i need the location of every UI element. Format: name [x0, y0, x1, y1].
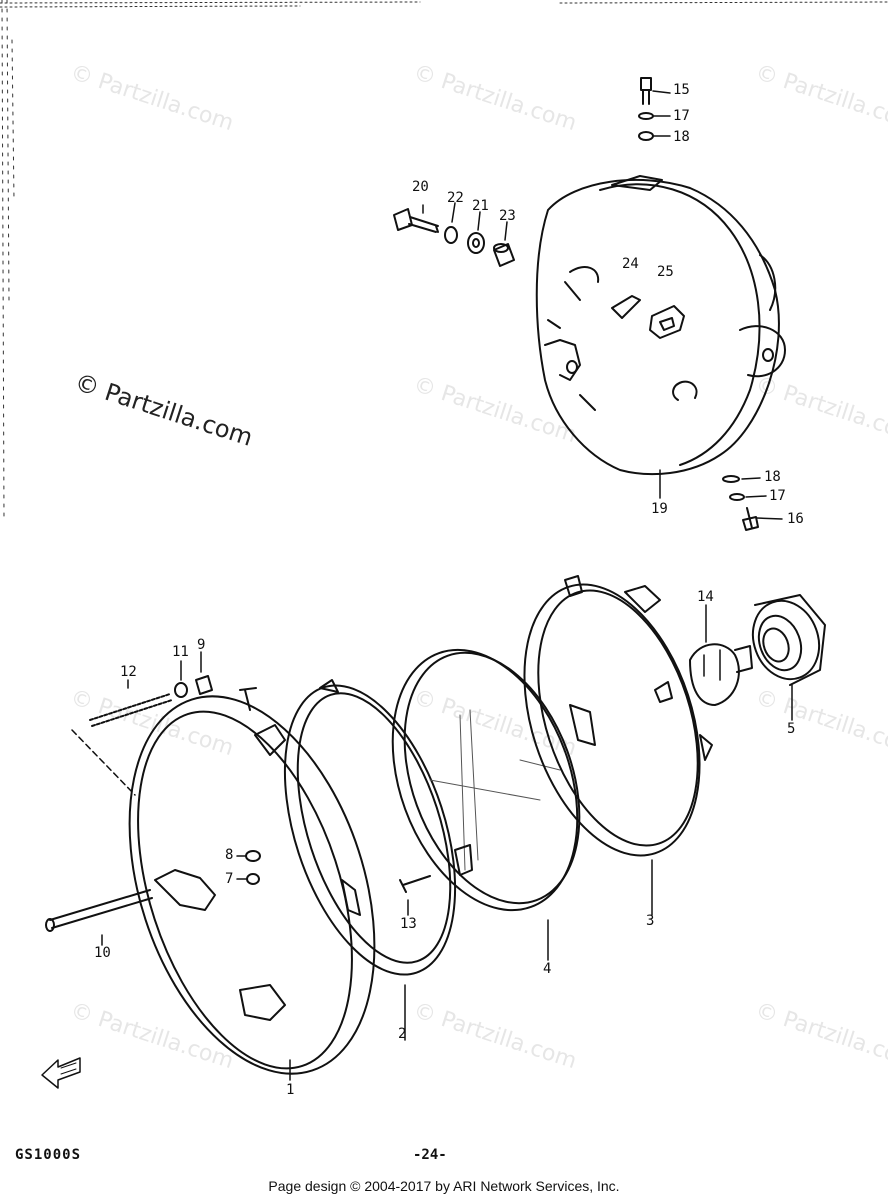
callout-12: 12 — [120, 664, 137, 680]
screw-13 — [399, 875, 431, 893]
callout-22: 22 — [447, 190, 464, 206]
leader-lines — [101, 469, 661, 1081]
callout-18-bottom: 18 — [764, 469, 781, 485]
callout-20: 20 — [412, 179, 429, 195]
page-number: -24- — [413, 1147, 447, 1163]
callout-21: 21 — [472, 198, 489, 214]
callout-19: 19 — [651, 501, 668, 517]
callout-1: 1 — [286, 1082, 295, 1098]
headlight-lens — [391, 648, 581, 912]
headlight-housing — [535, 175, 786, 476]
long-screw — [45, 889, 153, 932]
nuts-7-8 — [236, 850, 261, 885]
callout-17-bottom: 17 — [769, 488, 786, 504]
callout-14: 14 — [697, 589, 714, 605]
scan-noise — [0, 0, 888, 521]
callout-10: 10 — [94, 945, 111, 961]
bolt-assembly-top — [638, 77, 671, 141]
callout-25: 25 — [657, 264, 674, 280]
callout-2: 2 — [398, 1026, 407, 1042]
callout-5: 5 — [787, 721, 796, 737]
bolt-assembly-bottom — [722, 475, 783, 531]
headlight-rim — [128, 695, 376, 1075]
forward-arrow-icon — [41, 1057, 81, 1089]
socket-cover — [751, 594, 826, 721]
callout-9: 9 — [197, 637, 206, 653]
callout-24: 24 — [622, 256, 639, 272]
copyright-credit: Page design © 2004-2017 by ARI Network S… — [268, 1178, 620, 1194]
callout-11: 11 — [172, 644, 189, 660]
small-screw — [239, 687, 257, 711]
callout-13: 13 — [400, 916, 417, 932]
callout-15: 15 — [673, 82, 690, 98]
callout-17-top: 17 — [673, 108, 690, 124]
callout-16: 16 — [787, 511, 804, 527]
headlight-bulb — [689, 604, 753, 706]
model-label: GS1000S — [15, 1147, 82, 1163]
callout-8: 8 — [225, 847, 234, 863]
retaining-ring — [283, 679, 457, 976]
callout-4: 4 — [543, 961, 552, 977]
callout-7: 7 — [225, 871, 234, 887]
callout-18-top: 18 — [673, 129, 690, 145]
callout-23: 23 — [499, 208, 516, 224]
callout-3: 3 — [646, 913, 655, 929]
mount-hardware — [393, 202, 515, 267]
reflector-unit — [523, 575, 713, 857]
adjust-screw — [71, 651, 213, 796]
